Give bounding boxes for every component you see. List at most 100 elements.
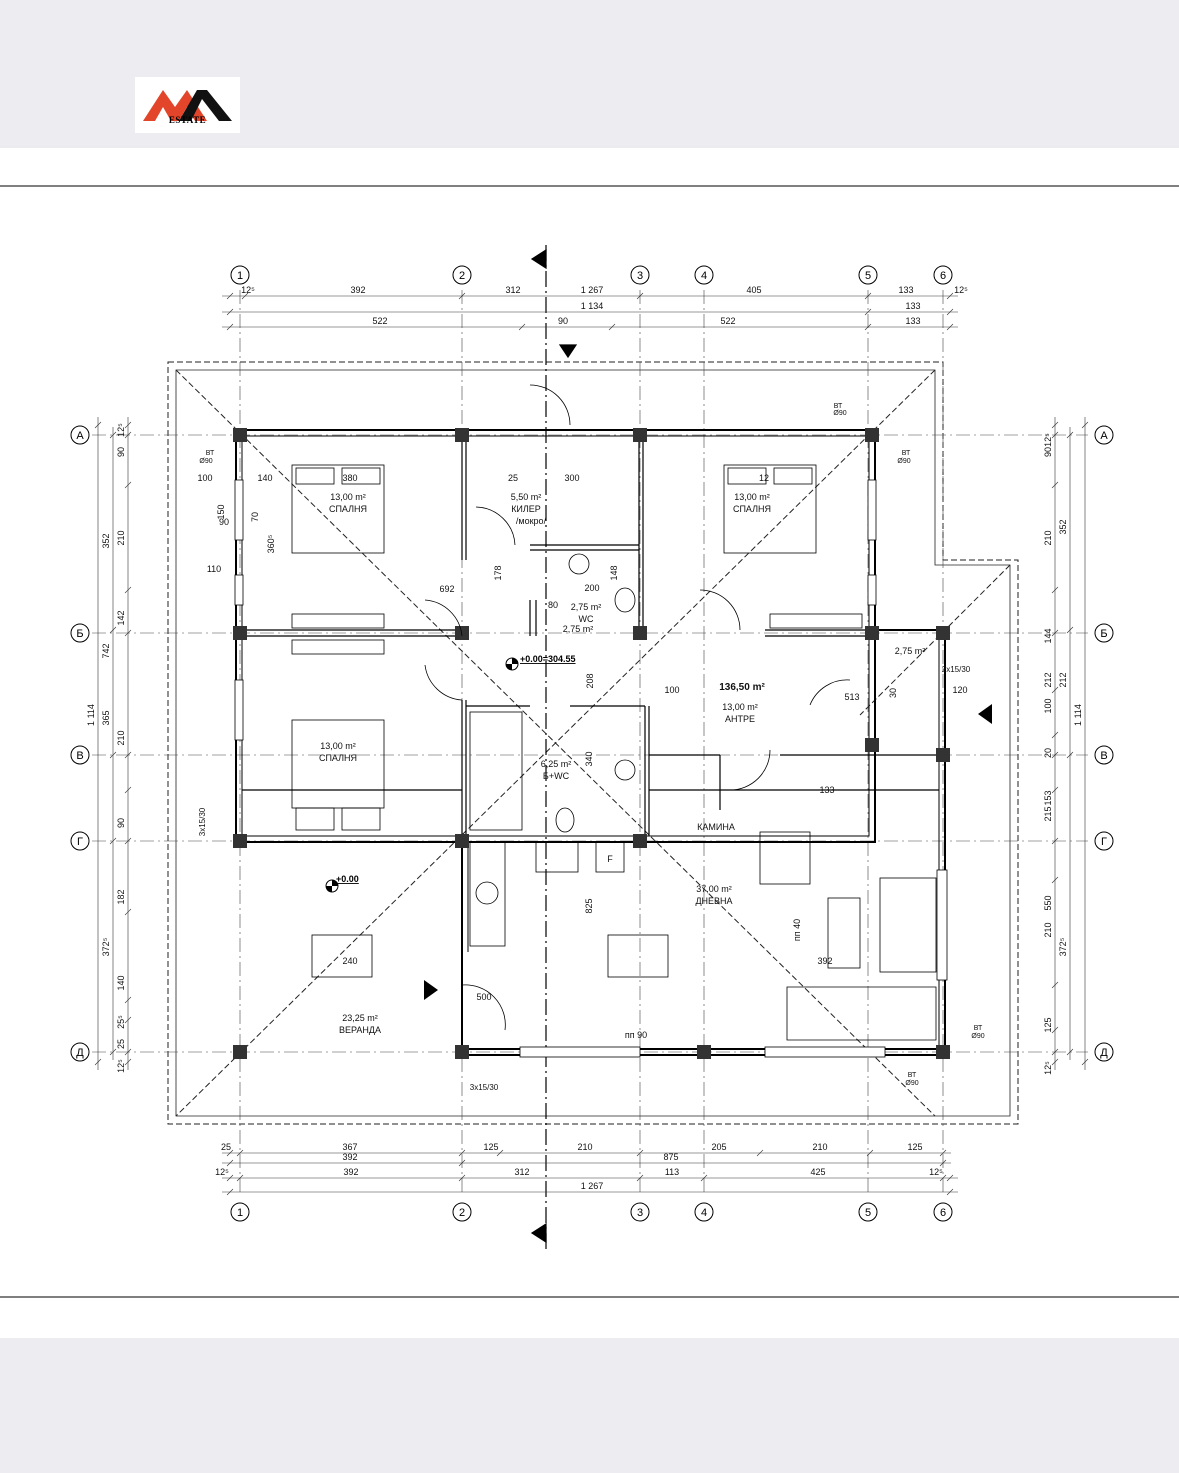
- room-area: 37,00 m²: [696, 884, 732, 894]
- dimension-label: 113: [665, 1167, 679, 1177]
- axis-right-2: В: [1094, 745, 1114, 765]
- dimension-label: 742: [101, 643, 111, 658]
- dimension-tick: [1051, 981, 1059, 989]
- column: [936, 1045, 950, 1059]
- axis-bubble-circle: [858, 265, 878, 285]
- axis-bubble-label: В: [1100, 750, 1107, 762]
- dimension-tick: [864, 308, 872, 316]
- interior-dimension: 500: [476, 992, 491, 1002]
- downpipe-label: ВТ: [206, 450, 215, 457]
- dimension-tick: [226, 1188, 234, 1196]
- dimension-tick: [124, 996, 132, 1004]
- interior-dimension: 300: [564, 473, 579, 483]
- dimension-label: 12⁵: [215, 1167, 229, 1177]
- axis-bubble-label: В: [76, 750, 83, 762]
- room-label-vestibule: 2,75 m²: [895, 646, 926, 656]
- dimension-label: 210: [1043, 922, 1053, 937]
- dimension-tick: [124, 421, 132, 429]
- dimension-tick: [109, 751, 117, 759]
- interior-dimension: 80: [548, 600, 558, 610]
- axis-top-1: 2: [452, 265, 472, 285]
- axis-bubble-circle: [70, 831, 90, 851]
- dimension-tick: [109, 431, 117, 439]
- interior-dimension: 692: [439, 584, 454, 594]
- dimension-tick: [608, 323, 616, 331]
- interior-dimension: 513: [844, 692, 859, 702]
- dimension-tick: [1051, 837, 1059, 845]
- dimension-tick: [756, 1149, 764, 1157]
- dimension-label: 522: [720, 316, 735, 326]
- brand-logo[interactable]: ESTATE: [135, 77, 240, 133]
- dimension-label: 1 267: [581, 1181, 604, 1191]
- room-name: СПАЛНЯ: [733, 504, 771, 514]
- interior-dimension: 2,75 m²: [563, 624, 594, 634]
- dimension-label: 12⁵: [116, 423, 126, 437]
- dimension-tick: [636, 1174, 644, 1182]
- axis-bubble-label: Д: [76, 1047, 84, 1059]
- dimension-tick: [1051, 1048, 1059, 1056]
- room-note: /мокро/: [516, 516, 547, 526]
- dimension-label: 144: [1043, 628, 1053, 643]
- entrance-arrow-icon: [424, 980, 438, 1000]
- dimension-tick: [1051, 481, 1059, 489]
- dimension-label: 12⁵: [1043, 1061, 1053, 1075]
- dimension-tick: [458, 1174, 466, 1182]
- interior-dimension: 25: [508, 473, 518, 483]
- dimension-label: 1 114: [86, 704, 96, 726]
- dimension-label: 210: [1043, 530, 1053, 545]
- interior-dimension: пп 40: [792, 919, 802, 941]
- axis-bubble-label: Д: [1100, 1047, 1108, 1059]
- axis-bubble-circle: [630, 1202, 650, 1222]
- dimension-label: 1 134: [581, 301, 604, 311]
- room-name: ДНЕВНА: [695, 896, 732, 906]
- interior-dimension: 380: [342, 473, 357, 483]
- room-area: 6,25 m²: [541, 759, 572, 769]
- dimension-label: 153: [1043, 790, 1053, 805]
- dimension-label: 352: [101, 533, 111, 548]
- axis-left-1: Б: [70, 623, 90, 643]
- axis-bubble-label: 5: [865, 270, 871, 282]
- downpipe-diameter: Ø90: [199, 458, 212, 465]
- column: [633, 428, 647, 442]
- axis-bubble-label: Б: [1100, 628, 1107, 640]
- dimension-tick: [124, 629, 132, 637]
- axis-bubble-label: Г: [77, 836, 83, 848]
- column: [233, 626, 247, 640]
- interior-dimension: 70: [250, 512, 260, 522]
- axis-top-3: 4: [694, 265, 714, 285]
- dimension-label: 12⁵: [929, 1167, 943, 1177]
- dimension-tick: [124, 431, 132, 439]
- dimension-tick: [1066, 1048, 1074, 1056]
- dimension-tick: [1051, 421, 1059, 429]
- level-marker-veranda: +0.00: [325, 874, 359, 893]
- axis-bubble-label: 6: [940, 270, 946, 282]
- axis-bubble-circle: [70, 1042, 90, 1062]
- room-area: 2,75 m²: [571, 602, 602, 612]
- dimension-tick: [226, 323, 234, 331]
- axis-bubble-circle: [1094, 1042, 1114, 1062]
- dimension-label: 392: [343, 1167, 358, 1177]
- axis-bubble-circle: [70, 623, 90, 643]
- downpipe-diameter: Ø90: [905, 1080, 918, 1087]
- room-name: ВЕРАНДА: [339, 1025, 381, 1035]
- downpipe-label: ВТ: [974, 1025, 983, 1032]
- dimension-tick: [226, 1159, 234, 1167]
- dimension-label: 210: [116, 530, 126, 545]
- dimension-tick: [1051, 586, 1059, 594]
- dimension-label: 182: [116, 889, 126, 904]
- dimension-label: 215: [1043, 806, 1053, 821]
- dimension-label: 12⁵: [954, 285, 968, 295]
- axis-right-3: Г: [1094, 831, 1114, 851]
- dimension-label: 133: [905, 301, 920, 311]
- downpipe-label: ВТ: [902, 450, 911, 457]
- axis-bubble-circle: [694, 265, 714, 285]
- dimension-tick: [1066, 431, 1074, 439]
- roof-outline: [167, 361, 1019, 1125]
- total-area-label: 136,50 m²: [719, 682, 765, 693]
- dimension-label: 210: [577, 1142, 592, 1152]
- dimension-tick: [226, 1149, 234, 1157]
- room-name: WC: [579, 614, 594, 624]
- dimension-tick: [636, 292, 644, 300]
- axis-top-0: 1: [230, 265, 250, 285]
- dimension-tick: [700, 1174, 708, 1182]
